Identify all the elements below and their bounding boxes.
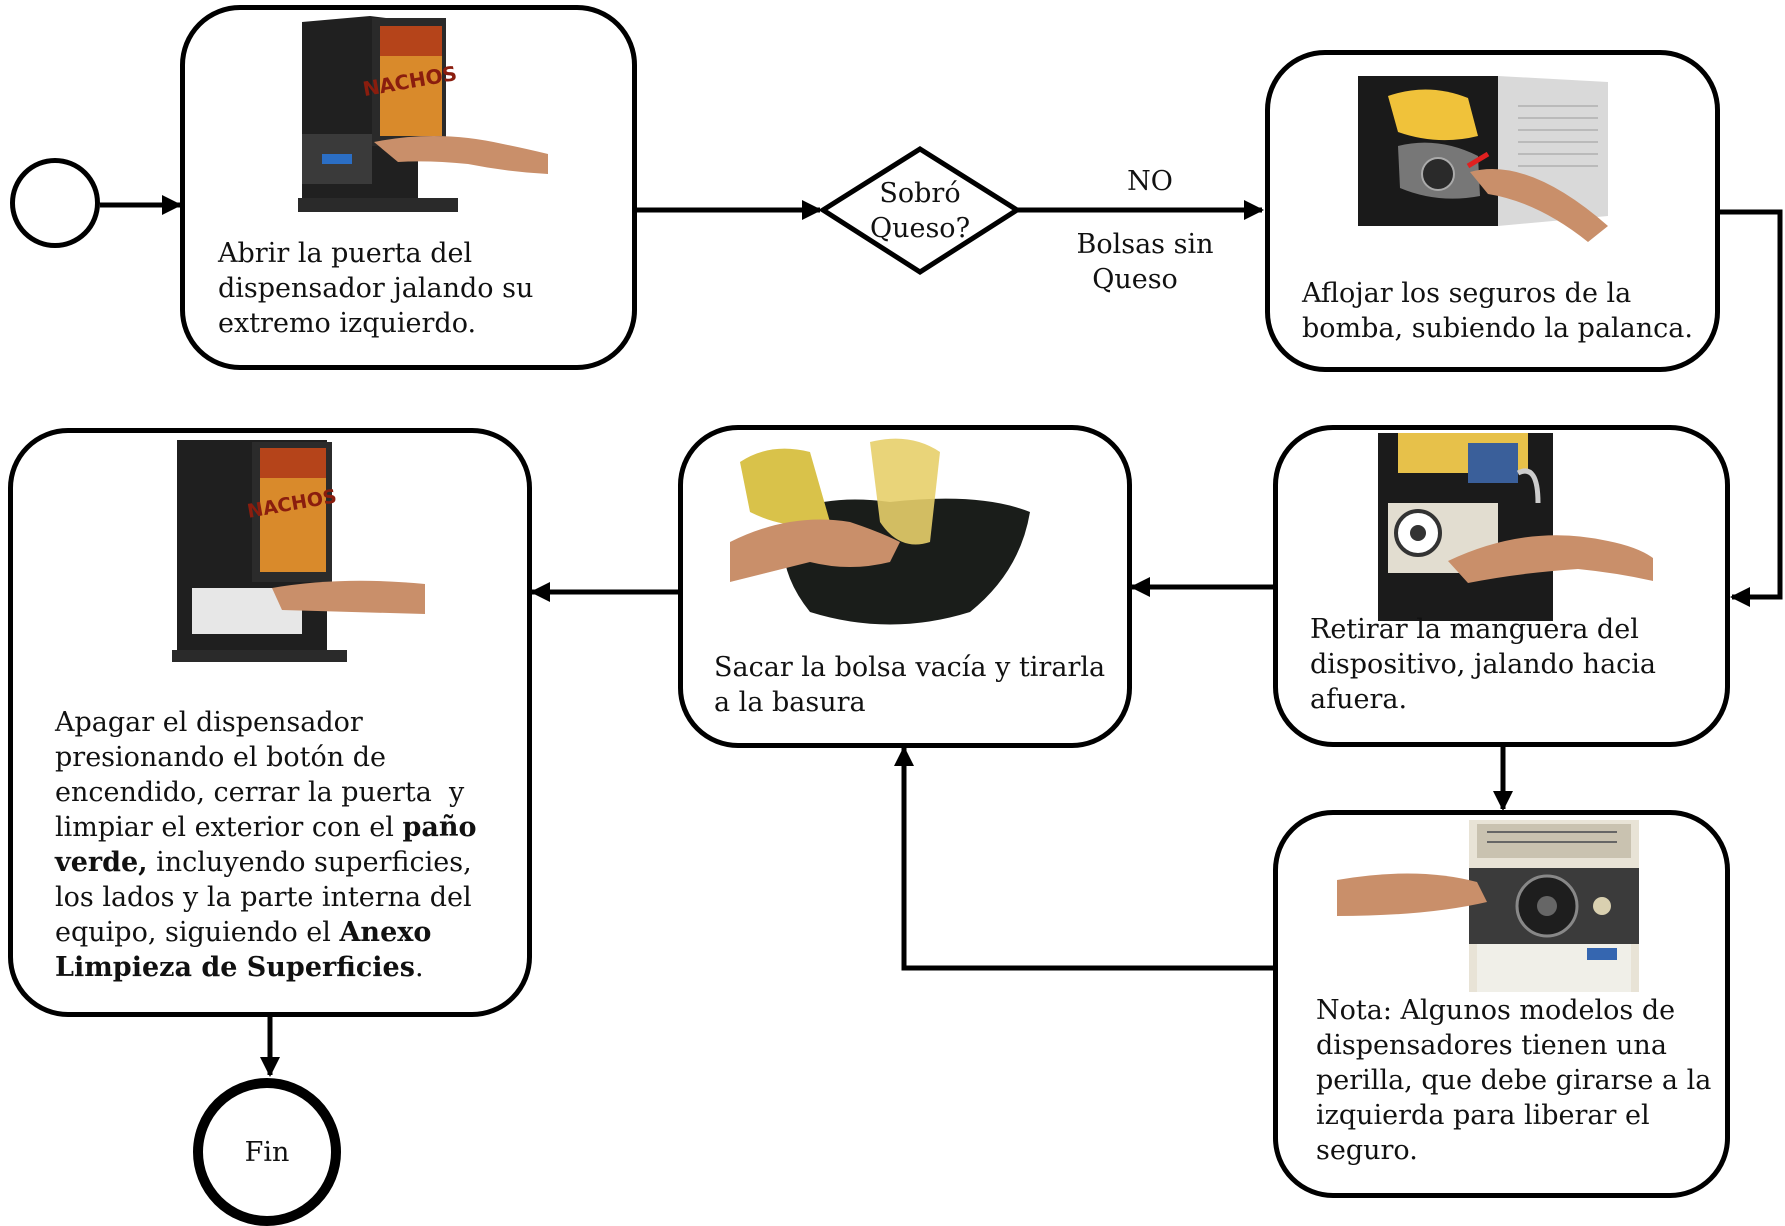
step-text-line: los lados y la parte interna del — [55, 880, 476, 915]
step-text-line: equipo, siguiendo el Anexo — [55, 915, 476, 950]
decision-question: Sobró Queso? — [860, 176, 980, 246]
text-run: equipo, siguiendo el — [55, 917, 340, 948]
text-run: limpiar el exterior con el — [55, 812, 403, 843]
step-shutdown-clean-text: Apagar el dispensador presionando el bot… — [55, 705, 476, 985]
step-text-line: izquierda para liberar el — [1316, 1100, 1650, 1131]
text-run-bold: verde, — [55, 847, 148, 878]
step-knob-note-text: Nota: Algunos modelos de dispensadores t… — [1316, 993, 1711, 1168]
nacho-cheese-dispenser-photo: NACHOS — [298, 16, 548, 212]
empty-bag-trash-photo — [730, 438, 1030, 625]
step-text-line: encendido, cerrar la puerta y — [55, 775, 476, 810]
end-label: Fin — [244, 1136, 290, 1168]
decision-diamond — [818, 146, 1022, 275]
step-text-line: Nota: Algunos modelos de — [1316, 995, 1676, 1026]
step-text-line: Apagar el dispensador — [55, 705, 476, 740]
step-text-line: Limpieza de Superficies. — [55, 950, 476, 985]
step-text-line: verde, incluyendo superficies, — [55, 845, 476, 880]
dispenser-hose-photo — [1378, 433, 1653, 621]
text-run-bold: Limpieza de Superficies — [55, 952, 415, 983]
decision-question-line-2: Queso? — [869, 213, 971, 244]
text-run-bold: Anexo — [339, 917, 432, 948]
step-text-line: dispensador jalando su — [218, 273, 534, 304]
dispenser-knob-photo — [1337, 820, 1639, 992]
step-remove-hose-text: Retirar la manguera del dispositivo, jal… — [1310, 612, 1656, 717]
branch-note-line-1: Bolsas sin — [1076, 229, 1214, 260]
step-text-line: dispensadores tienen una — [1316, 1030, 1667, 1061]
arrow-knob-note-to-discard-bag — [894, 746, 1277, 971]
step-text-line: a la basura — [714, 687, 866, 718]
start-node — [10, 158, 100, 248]
step-text-line: seguro. — [1316, 1135, 1418, 1166]
text-run: Apagar el dispensador — [55, 707, 363, 738]
text-run: los lados y la parte interna del — [55, 882, 472, 913]
text-run: presionando el botón de — [55, 742, 386, 773]
end-node: Fin — [193, 1078, 341, 1226]
step-text-line: limpiar el exterior con el paño — [55, 810, 476, 845]
arrow-loosen-pump-to-remove-hose — [1720, 209, 1783, 607]
text-run: . — [414, 952, 424, 983]
nacho-cheese-dispenser-photo: NACHOS — [172, 440, 425, 662]
decision-question-line-1: Sobró — [879, 178, 961, 209]
text-run: incluyendo superficies, — [147, 847, 472, 878]
branch-note-label: Bolsas sin Queso — [1070, 227, 1220, 297]
step-open-door-text: Abrir la puerta del dispensador jalando … — [218, 236, 533, 341]
step-text-line: Retirar la manguera del — [1310, 614, 1639, 645]
step-text-line: Abrir la puerta del — [218, 238, 473, 269]
step-text-line: bomba, subiendo la palanca. — [1302, 313, 1693, 344]
step-text-line: perilla, que debe girarse a la — [1316, 1065, 1712, 1096]
step-text-line: presionando el botón de — [55, 740, 476, 775]
text-run-bold: paño — [402, 812, 477, 843]
step-text-line: dispositivo, jalando hacia — [1310, 649, 1657, 680]
step-text-line: afuera. — [1310, 684, 1408, 715]
dispenser-pump-lever-photo — [1358, 76, 1608, 242]
step-text-line: extremo izquierdo. — [218, 308, 477, 339]
step-text-line: Aflojar los seguros de la — [1302, 278, 1632, 309]
branch-note-line-2: Queso — [1092, 264, 1178, 295]
text-run: encendido, cerrar la puerta y — [55, 777, 465, 808]
branch-no-label: NO — [1127, 166, 1173, 197]
step-text-line: Sacar la bolsa vacía y tirarla — [714, 652, 1106, 683]
step-discard-bag-text: Sacar la bolsa vacía y tirarla a la basu… — [714, 650, 1105, 720]
step-loosen-pump-text: Aflojar los seguros de la bomba, subiend… — [1302, 276, 1693, 346]
